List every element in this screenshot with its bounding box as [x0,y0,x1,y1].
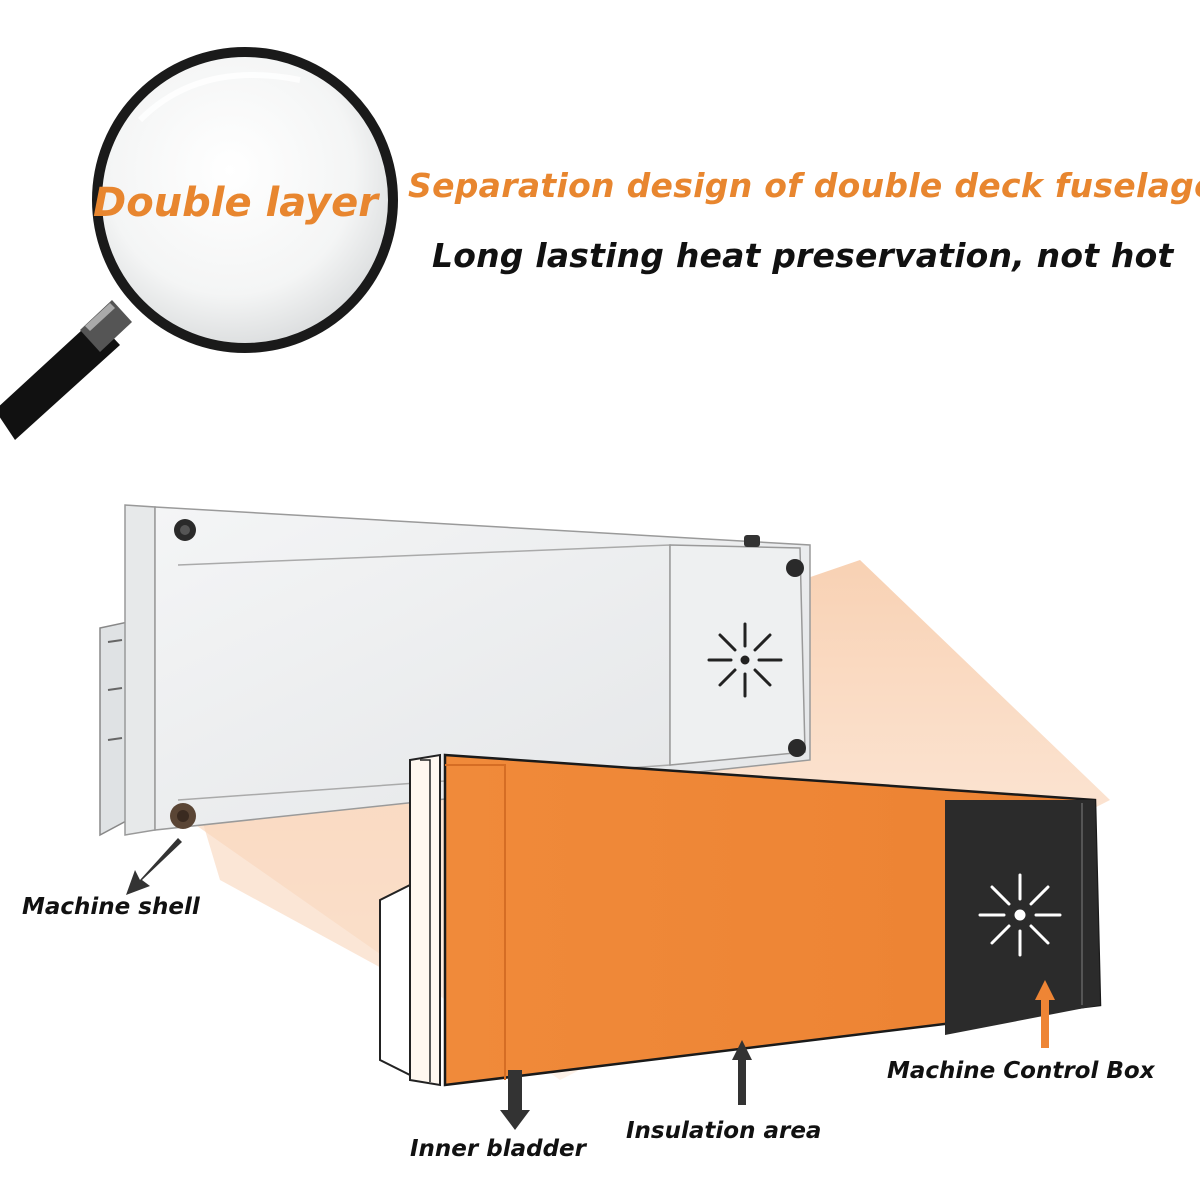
starburst-icon [978,873,1062,957]
machine-shell [99,504,811,837]
magnifier-text: Double layer [93,180,378,226]
headline: Separation design of double deck fuselag… [408,166,1200,205]
label-machine-shell: Machine shell [22,894,200,920]
magnifier-icon [0,47,398,440]
arrow-icon [126,838,1055,1130]
label-inner-bladder: Inner bladder [410,1136,586,1162]
starburst-icon [707,622,783,698]
subline: Long lasting heat preservation, not hot [432,236,1174,275]
label-machine-control-box: Machine Control Box [887,1058,1155,1084]
inner-bladder-cutaway [379,753,1102,1087]
label-insulation-area: Insulation area [626,1118,822,1144]
